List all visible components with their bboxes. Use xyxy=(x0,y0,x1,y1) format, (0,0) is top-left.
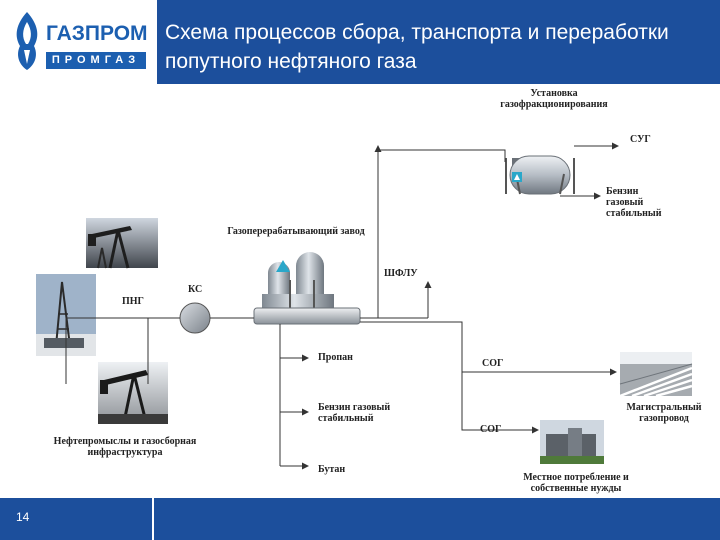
stable-gasoline-bottom-label: Бензин газовый стабильный xyxy=(318,402,391,424)
local-consumption-photo xyxy=(540,420,604,464)
local-consumption-label: Местное потребление и собственные нужды xyxy=(523,472,629,494)
stable-gasoline-top-label: Бензин газовый стабильный xyxy=(606,186,662,219)
ngl-label: ШФЛУ xyxy=(384,268,418,279)
apg-label: ПНГ xyxy=(122,296,144,307)
page-number: 14 xyxy=(16,510,30,524)
compressor-station-icon xyxy=(179,302,211,334)
compressor-station-label: КС xyxy=(188,284,203,295)
dry-gas-label-1: СОГ xyxy=(482,358,504,369)
main-pipeline-label: Магистральный газопровод xyxy=(626,402,702,424)
diagram-canvas xyxy=(36,142,693,470)
oil-pump-photo-bottom xyxy=(98,362,168,424)
propane-label: Пропан xyxy=(318,352,353,363)
lpg-label: СУГ xyxy=(630,134,651,145)
fractionation-unit-label: Установка газофракционирования xyxy=(500,88,608,110)
flow-lines xyxy=(65,142,619,470)
header-divider xyxy=(155,0,157,84)
dry-gas-label-2: СОГ xyxy=(480,424,502,435)
brand-subtitle: ПРОМГАЗ xyxy=(46,52,146,69)
process-diagram: Установка газофракционирования СУГ Бензи… xyxy=(0,84,720,498)
gas-processing-plant-label: Газоперерабатывающий завод xyxy=(227,226,365,237)
oil-pump-photo-top xyxy=(86,218,158,269)
gas-pipeline-photo xyxy=(619,352,693,398)
fractionation-unit-icon xyxy=(505,155,575,195)
brand-name: ГАЗПРОМ xyxy=(46,22,148,45)
slide-title: Схема процессов сбора, транспорта и пере… xyxy=(165,21,669,73)
gas-processing-plant-icon xyxy=(253,252,361,325)
oilfields-label: Нефтепромыслы и газосборная инфраструкту… xyxy=(53,436,197,458)
footer-left-panel xyxy=(0,498,154,540)
butane-label: Бутан xyxy=(318,464,346,475)
gazprom-flame-icon xyxy=(16,12,38,70)
logo: ГАЗПРОМ ПРОМГАЗ xyxy=(0,0,155,84)
